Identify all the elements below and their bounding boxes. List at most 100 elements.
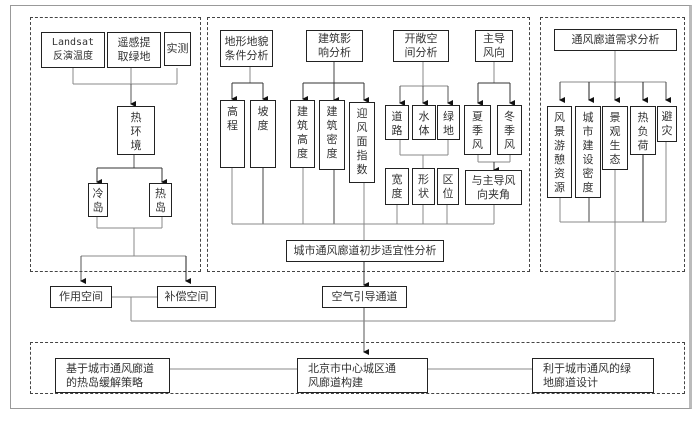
- char: 地: [443, 124, 454, 137]
- slope-box: 坡度: [250, 100, 276, 168]
- char: 季: [504, 124, 515, 137]
- char: 筑: [297, 119, 308, 132]
- char: 体: [418, 124, 430, 137]
- char: 指: [356, 149, 368, 162]
- char: 筑: [326, 119, 338, 132]
- char: 建: [326, 105, 338, 118]
- char: 风: [356, 121, 368, 134]
- field-measurement-box: 实测: [164, 32, 191, 66]
- open-space-analysis-box: 开敞空 间分析: [393, 30, 449, 62]
- char: 避: [661, 110, 673, 123]
- char: 设: [582, 153, 594, 166]
- char: 度: [257, 119, 269, 132]
- remote-sensing-greenland-box: 遥感提 取绿地: [107, 32, 161, 68]
- char: 境: [130, 139, 142, 152]
- group-suitability: [207, 17, 530, 272]
- thermal-environment-box: 热环境: [117, 106, 155, 155]
- char: 风: [504, 138, 515, 151]
- landsat-box: Landsat 反演温度: [41, 32, 105, 68]
- char: 负: [637, 125, 649, 138]
- char: 状: [418, 187, 429, 200]
- char: 道: [391, 110, 403, 123]
- char: 区: [442, 173, 454, 186]
- char: 数: [356, 163, 368, 176]
- char: 热: [130, 111, 142, 124]
- group-demand: [540, 17, 685, 272]
- char: 迎: [356, 107, 368, 120]
- char: 荷: [637, 139, 649, 152]
- char: 生: [609, 139, 621, 152]
- water-box: 水体: [412, 105, 436, 140]
- char: 面: [356, 135, 368, 148]
- char: 度: [391, 187, 403, 200]
- char: 密: [582, 167, 594, 180]
- location-box: 区位: [437, 168, 459, 205]
- char: 路: [391, 124, 403, 137]
- elevation-box: 高程: [220, 100, 245, 168]
- char: 高: [227, 105, 238, 118]
- char: 建: [582, 139, 594, 152]
- frontal-area-index-box: 迎风面指数: [349, 102, 375, 183]
- char: 景: [609, 111, 621, 124]
- char: 程: [227, 119, 238, 132]
- disaster-avoidance-box: 避灾: [657, 106, 677, 142]
- group-outcomes: [30, 342, 685, 394]
- action-space-box: 作用空间: [50, 286, 112, 308]
- char: 冷: [92, 187, 104, 200]
- char: 绿: [443, 110, 454, 123]
- construction-density-box: 城市建设密度: [575, 106, 601, 198]
- char: 观: [609, 125, 621, 138]
- compensation-space-box: 补偿空间: [157, 286, 216, 308]
- building-analysis-box: 建筑影 响分析: [306, 30, 363, 62]
- shape-box: 形状: [412, 168, 435, 205]
- char: 夏: [472, 110, 483, 123]
- cold-island-box: 冷岛: [88, 183, 108, 217]
- char: 水: [418, 110, 430, 123]
- char: 热: [637, 111, 649, 124]
- greenland-box: 绿地: [437, 105, 460, 140]
- char: 坡: [257, 105, 269, 118]
- group-thermal: [30, 17, 201, 272]
- char: 度: [297, 147, 308, 160]
- preliminary-suitability-box: 城市通风廊道初步适宜性分析: [286, 240, 444, 262]
- char: 宽: [391, 173, 403, 186]
- building-height-box: 建筑高度: [290, 100, 315, 168]
- char: 度: [582, 181, 594, 194]
- green-corridor-design-box: 利于城市通风的绿 地廊道设计: [532, 358, 654, 393]
- char: 岛: [155, 201, 166, 214]
- char: 风: [554, 111, 565, 124]
- char: 高: [297, 133, 308, 146]
- terrain-analysis-box: 地形地貌 条件分析: [220, 30, 273, 67]
- prevailing-wind-box: 主导 风向: [475, 30, 513, 62]
- heat-island-strategy-box: 基于城市通风廊道 的热岛缓解策略: [55, 358, 170, 393]
- char: 热: [155, 187, 166, 200]
- demand-analysis-box: 通风廊道需求分析: [554, 29, 677, 51]
- char: 岛: [92, 201, 104, 214]
- char: 游: [554, 139, 565, 152]
- char: 形: [418, 173, 429, 186]
- wind-angle-box: 与主导风 向夹角: [465, 170, 522, 205]
- char: 灾: [661, 124, 673, 137]
- char: 憩: [554, 153, 565, 166]
- road-box: 道路: [385, 105, 409, 140]
- char: 度: [326, 147, 338, 160]
- heat-load-box: 热负荷: [630, 106, 656, 155]
- char: 建: [297, 105, 308, 118]
- winter-wind-box: 冬季风: [497, 105, 522, 155]
- char: 市: [582, 125, 594, 138]
- char: 资: [554, 167, 565, 180]
- char: 密: [326, 133, 338, 146]
- heat-island-box: 热岛: [149, 183, 172, 217]
- air-guide-channel-box: 空气引导通道: [322, 286, 407, 308]
- diagram-frame: [10, 5, 692, 409]
- char: 冬: [504, 110, 515, 123]
- char: 季: [472, 124, 483, 137]
- landscape-ecology-box: 景观生态: [602, 106, 628, 170]
- building-density-box: 建筑密度: [319, 100, 345, 170]
- char: 城: [582, 111, 594, 124]
- char: 风: [472, 138, 483, 151]
- char: 态: [609, 153, 621, 166]
- char: 位: [442, 187, 454, 200]
- summer-wind-box: 夏季风: [464, 105, 491, 155]
